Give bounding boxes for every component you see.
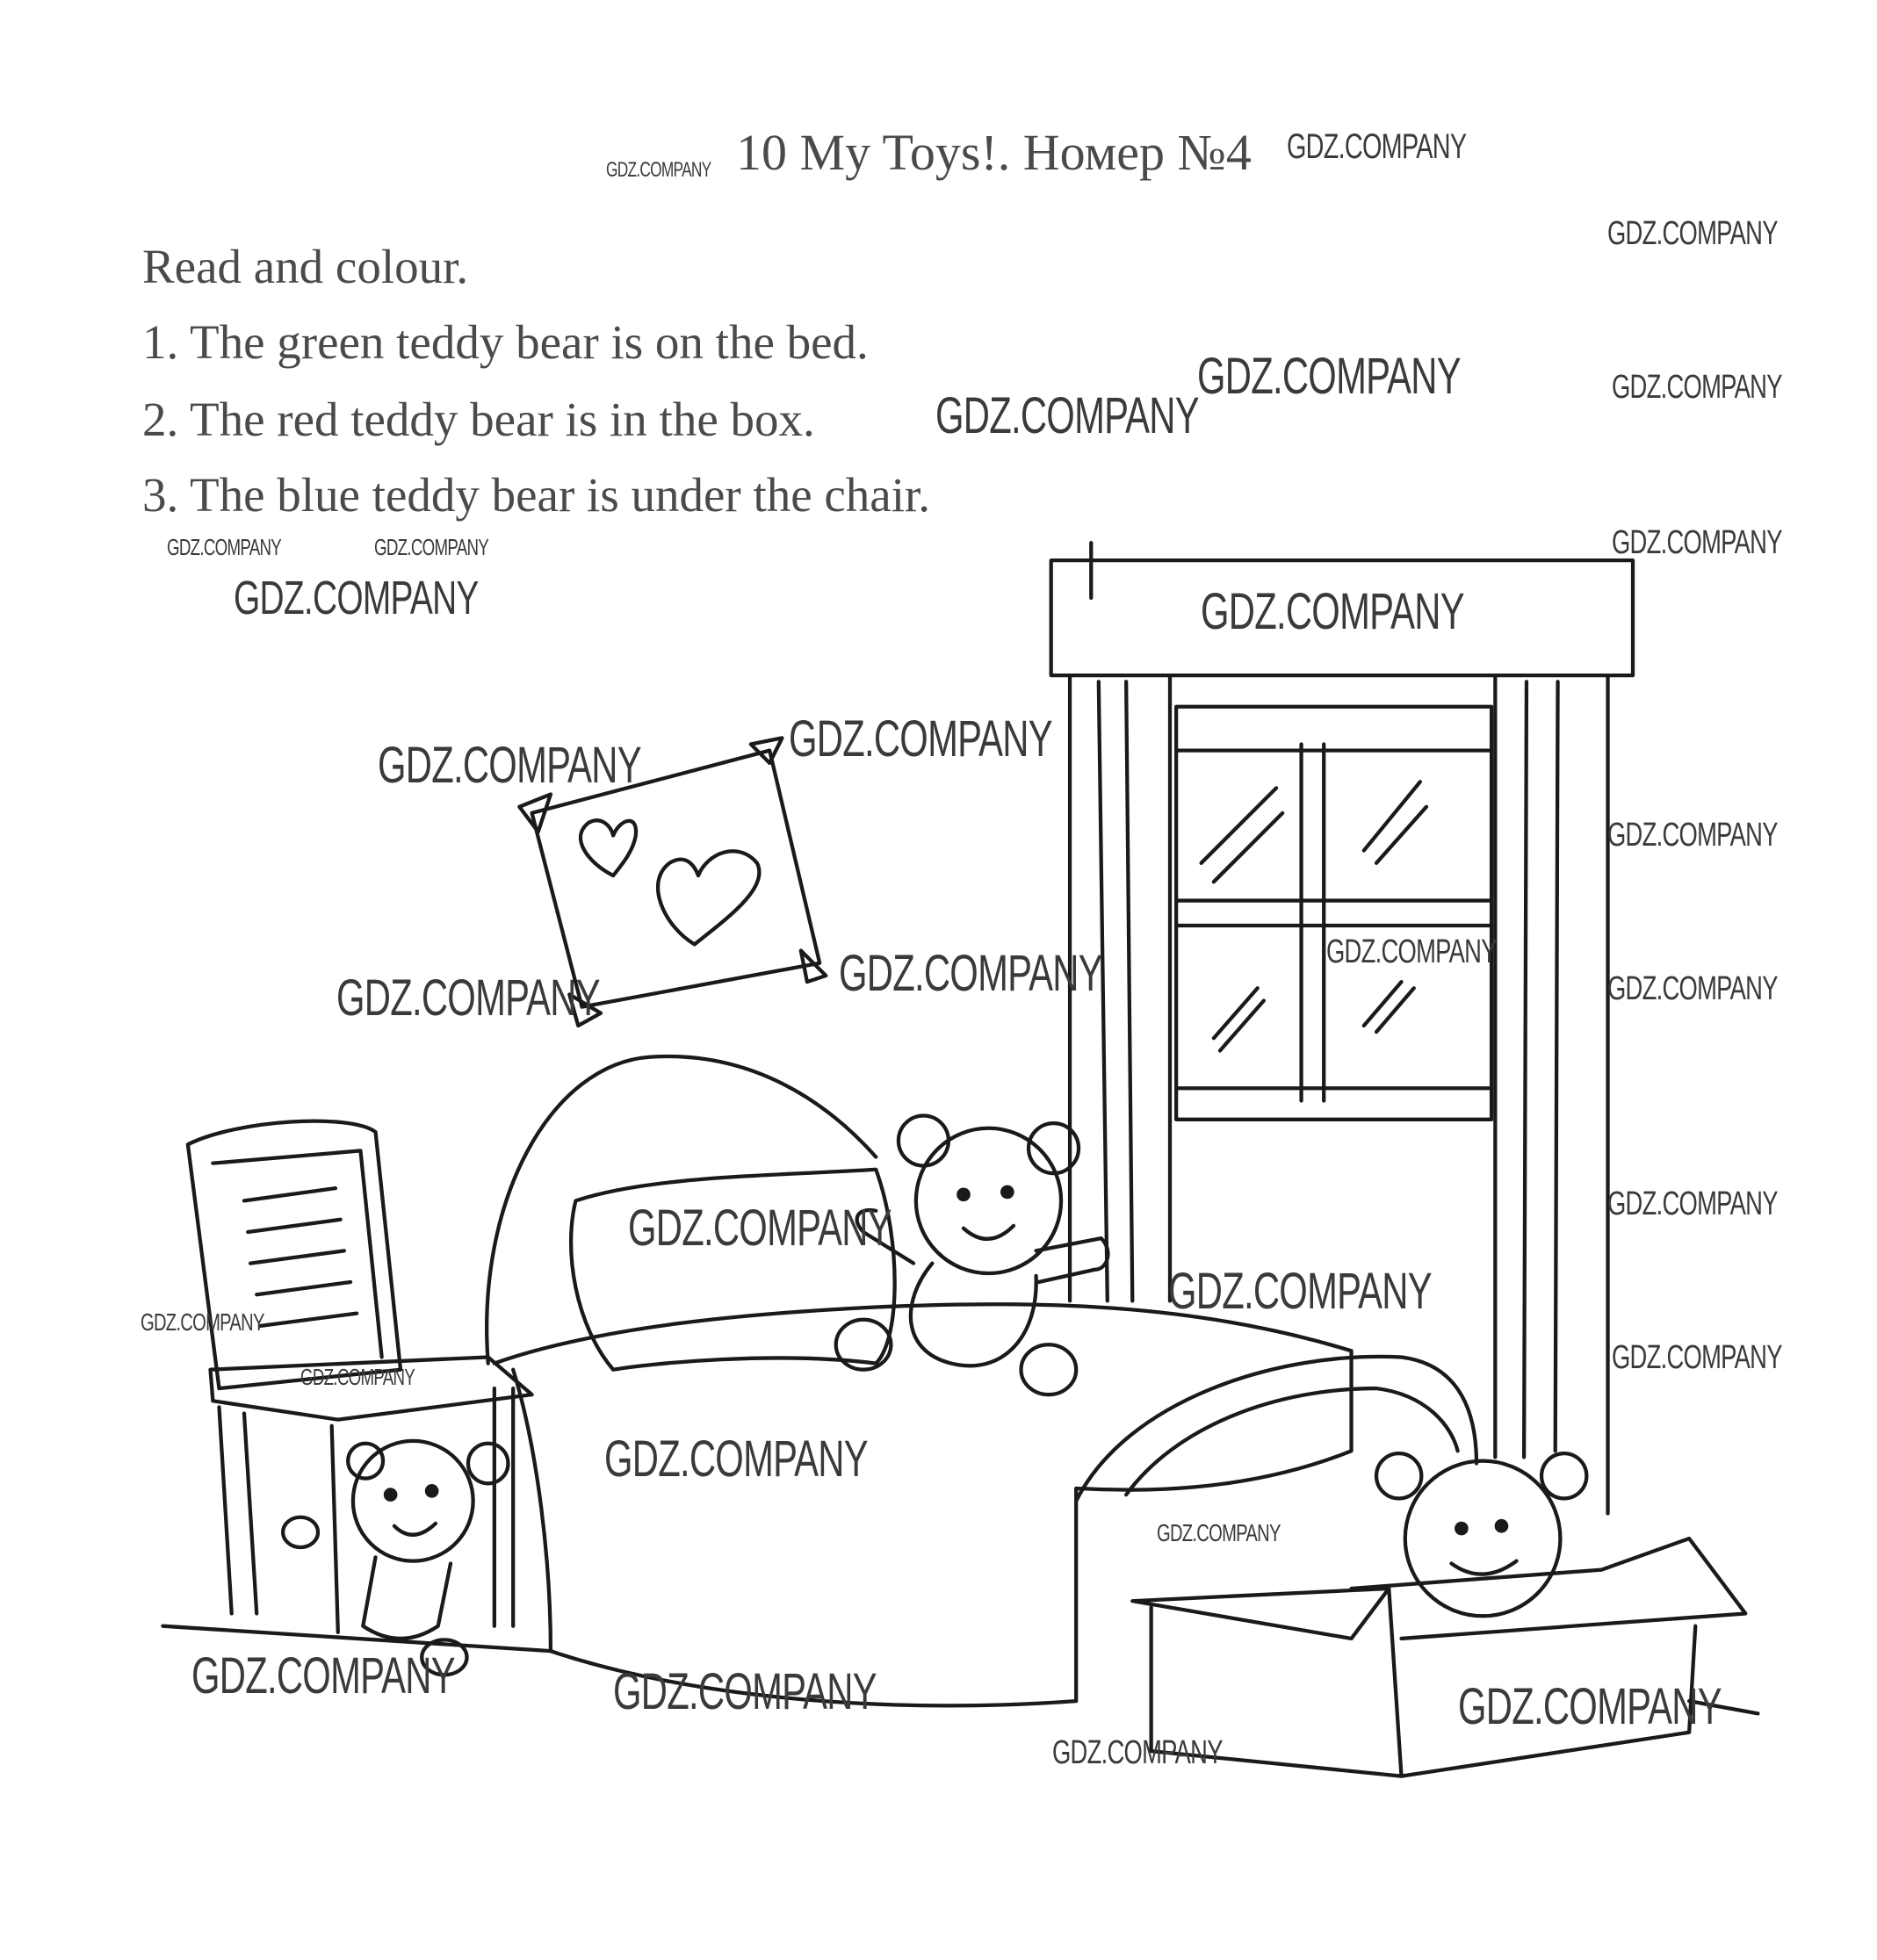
watermark: GDZ.COMPANY <box>613 1663 877 1720</box>
heart-pillow-picture <box>517 736 828 1028</box>
watermark: GDZ.COMPANY <box>839 945 1103 1002</box>
chair <box>185 1119 534 1634</box>
watermark: GDZ.COMPANY <box>1168 1263 1433 1320</box>
page-title: 10 My Toys!. Номер №4 <box>736 124 1252 181</box>
watermark: GDZ.COMPANY <box>167 534 282 560</box>
instruction-heading: Read and colour. <box>142 240 469 293</box>
watermark: GDZ.COMPANY <box>1052 1734 1223 1771</box>
watermark: GDZ.COMPANY <box>1607 817 1778 854</box>
watermark: GDZ.COMPANY <box>300 1364 415 1390</box>
task-item-2: 2. The red teddy bear is in the box. <box>142 393 815 446</box>
task-item-1: 1. The green teddy bear is on the bed. <box>142 315 869 369</box>
watermark: GDZ.COMPANY <box>1157 1519 1281 1546</box>
watermark: GDZ.COMPANY <box>1607 1185 1778 1222</box>
watermark: GDZ.COMPANY <box>606 158 711 182</box>
task-item-3: 3. The blue teddy bear is under the chai… <box>142 468 931 522</box>
watermark: GDZ.COMPANY <box>1612 1339 1782 1376</box>
watermark: GDZ.COMPANY <box>1612 369 1782 406</box>
watermark: GDZ.COMPANY <box>378 737 642 794</box>
watermark: GDZ.COMPANY <box>935 387 1200 444</box>
watermark: GDZ.COMPANY <box>1326 933 1497 970</box>
watermark: GDZ.COMPANY <box>141 1308 264 1336</box>
watermark: GDZ.COMPANY <box>604 1430 869 1488</box>
watermark: GDZ.COMPANY <box>628 1200 892 1257</box>
watermark: GDZ.COMPANY <box>374 534 489 560</box>
teddy-bear-on-bed <box>834 1113 1110 1397</box>
watermark: GDZ.COMPANY <box>1197 348 1462 405</box>
watermark: GDZ.COMPANY <box>1201 583 1465 640</box>
watermark: GDZ.COMPANY <box>1612 524 1782 561</box>
toy-box <box>1130 1451 1760 1778</box>
watermark: GDZ.COMPANY <box>1458 1678 1722 1735</box>
watermark: GDZ.COMPANY <box>191 1647 456 1704</box>
teddy-bear-under-chair <box>280 1438 510 1677</box>
watermark: GDZ.COMPANY <box>1607 215 1778 252</box>
watermark: GDZ.COMPANY <box>336 969 601 1027</box>
window-with-curtains <box>1049 541 1635 1516</box>
watermark: GDZ.COMPANY <box>1607 970 1778 1007</box>
watermark: GDZ.COMPANY <box>1287 127 1467 166</box>
watermark: GDZ.COMPANY <box>789 710 1053 767</box>
bed <box>161 1054 1479 1708</box>
watermark: GDZ.COMPANY <box>234 572 479 624</box>
